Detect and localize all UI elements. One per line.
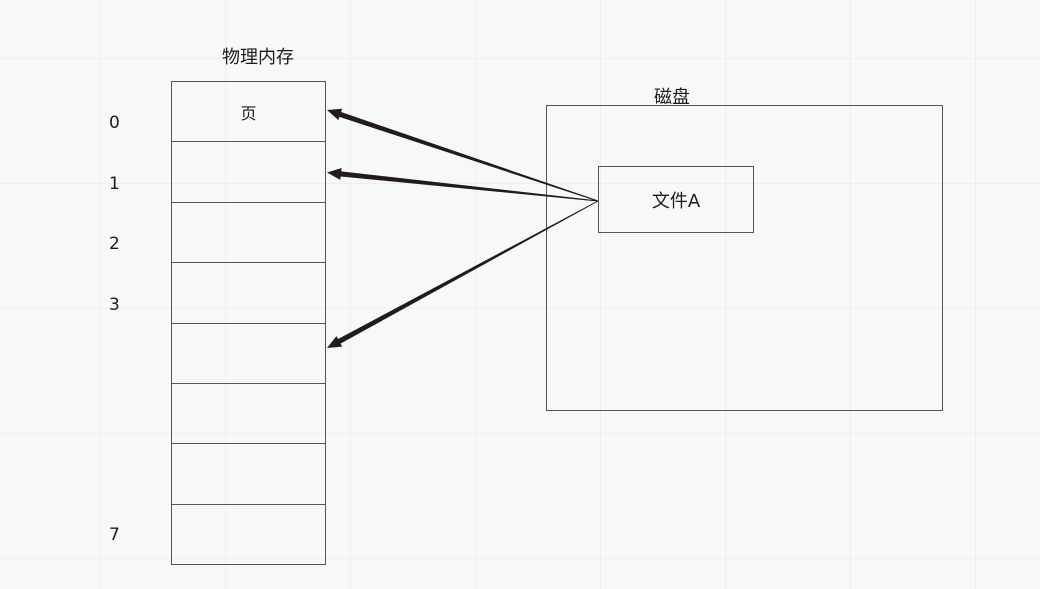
file-a-box[interactable]: 文件A	[598, 166, 754, 233]
memory-page-row[interactable]	[172, 263, 325, 324]
disk-block[interactable]	[546, 105, 943, 411]
memory-page-row[interactable]: 页	[172, 82, 325, 143]
row-index-label: 3	[109, 295, 120, 315]
row-index-label: 1	[109, 174, 120, 194]
memory-page-row[interactable]	[172, 505, 325, 564]
memory-page-row[interactable]	[172, 324, 325, 384]
memory-page-row[interactable]	[172, 384, 325, 445]
physical-memory-title: 物理内存	[222, 47, 294, 68]
row-index-label: 0	[109, 113, 120, 133]
physical-memory-block[interactable]: 页	[171, 81, 326, 565]
memory-page-row[interactable]	[172, 203, 325, 264]
row-index-label: 2	[109, 234, 120, 254]
row-index-label: 7	[109, 525, 120, 545]
disk-title: 磁盘	[654, 87, 690, 108]
memory-page-row[interactable]	[172, 444, 325, 505]
memory-page-row[interactable]	[172, 142, 325, 203]
